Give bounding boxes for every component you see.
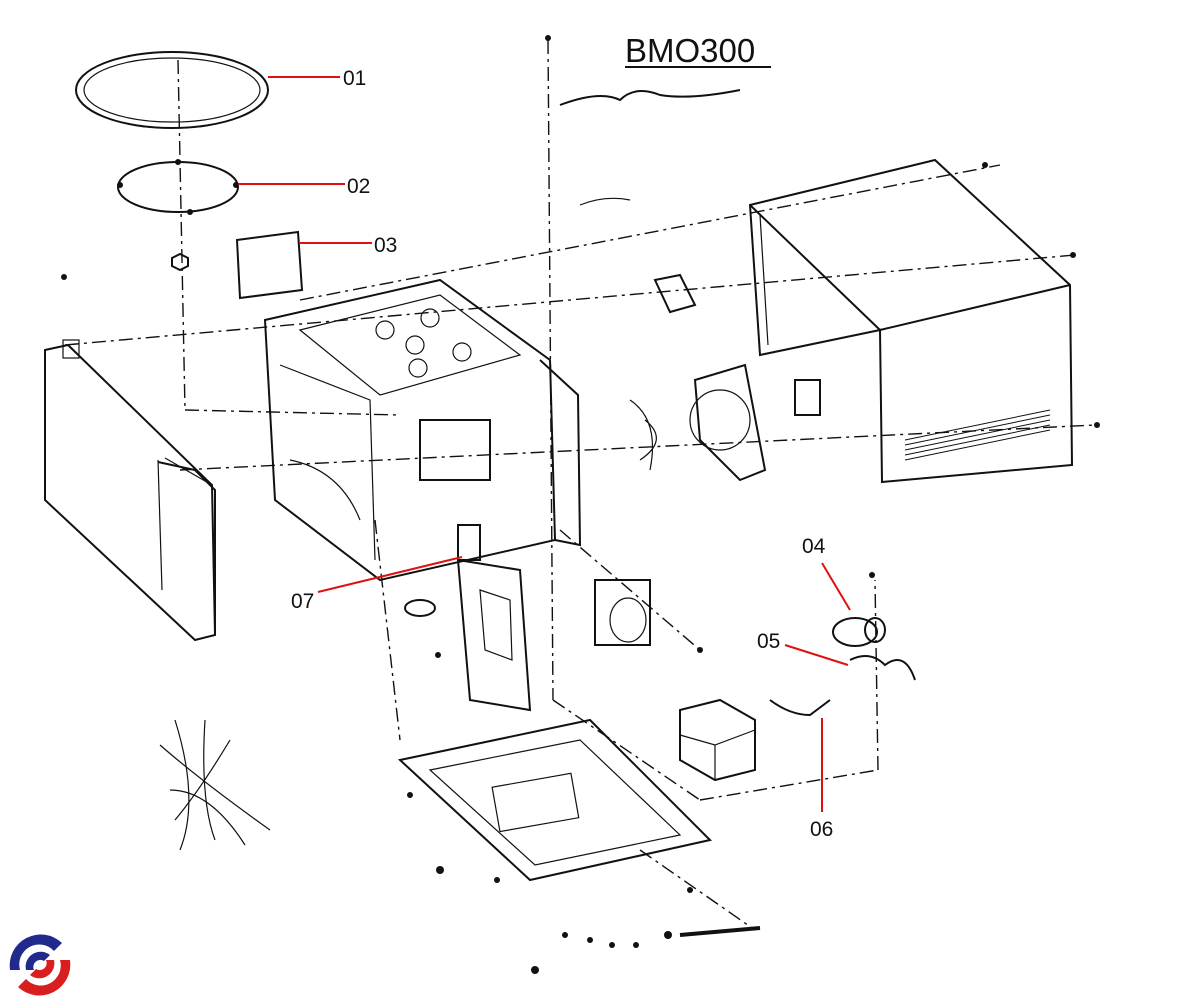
callout-01: 01 [268, 67, 366, 90]
coupler [171, 252, 189, 272]
svg-text:07: 07 [291, 590, 314, 613]
svg-text:01: 01 [343, 67, 366, 90]
transformer [679, 698, 756, 782]
callout-06: 06 [810, 718, 833, 841]
callout-05: 05 [757, 630, 849, 666]
model-title: BMO300 [625, 32, 755, 69]
svg-text:06: 06 [810, 818, 833, 841]
callout-02: 02 [238, 175, 370, 198]
base-plate [397, 718, 761, 937]
power-cord [559, 89, 741, 106]
wire-harness [159, 719, 271, 851]
outer-cabinet [748, 158, 1074, 484]
part-06-diode [769, 699, 831, 717]
part-02-roller-ring [117, 159, 239, 215]
svg-text:03: 03 [374, 234, 397, 257]
magnetron [594, 579, 651, 646]
control-switch-assembly [404, 524, 532, 712]
part-03-waveguide-cover [235, 230, 304, 300]
fan-assembly [629, 273, 821, 482]
screws [61, 35, 1100, 974]
wire-link [579, 197, 631, 206]
brand-logo-icon [9, 934, 71, 996]
callout-04: 04 [802, 535, 851, 611]
svg-text:04: 04 [802, 535, 826, 558]
part-05-capacitor-bracket [849, 655, 916, 681]
oven-cavity [263, 278, 582, 582]
callout-03: 03 [300, 234, 397, 257]
part-01-glass-tray [75, 51, 269, 129]
part-04-capacitor [832, 617, 886, 647]
svg-text:02: 02 [347, 175, 370, 198]
callout-07: 07 [291, 556, 463, 613]
svg-text:05: 05 [757, 630, 780, 653]
door-assembly [44, 339, 217, 642]
